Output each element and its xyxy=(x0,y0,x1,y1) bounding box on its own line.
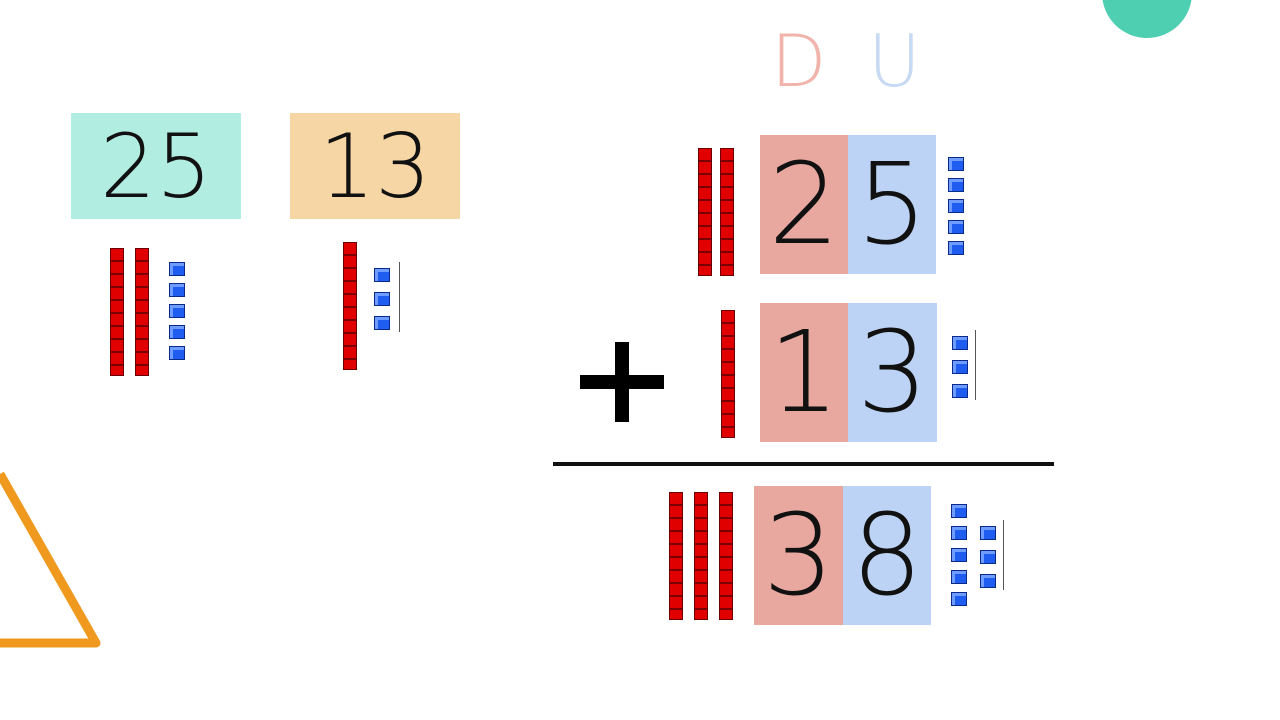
tens-digit-cell: 2 xyxy=(760,135,848,274)
unit-cube xyxy=(980,550,996,564)
group-bracket xyxy=(970,330,976,400)
number-card-value: 25 xyxy=(100,114,212,218)
unit-cube xyxy=(948,220,964,234)
unit-cube xyxy=(948,178,964,192)
unit-cube xyxy=(169,283,185,297)
unit-cube xyxy=(952,384,968,398)
unit-cube xyxy=(374,292,390,306)
unit-cube xyxy=(951,526,967,540)
teal-circle-decoration xyxy=(1102,0,1192,38)
tens-digit-cell: 1 xyxy=(760,303,848,442)
group-bracket xyxy=(998,520,1004,590)
units-column-header: U xyxy=(868,19,921,103)
unit-cube xyxy=(952,360,968,374)
result-units-digit-cell: 8 xyxy=(843,486,931,625)
tens-rod xyxy=(669,492,683,620)
tens-column-header: D xyxy=(771,19,827,103)
plus-bar-vertical xyxy=(615,342,629,422)
unit-cube xyxy=(980,574,996,588)
orange-triangle-decoration xyxy=(0,471,101,648)
unit-cube xyxy=(948,157,964,171)
unit-cube xyxy=(374,268,390,282)
group-bracket xyxy=(394,262,400,332)
unit-cube xyxy=(948,241,964,255)
sum-line xyxy=(553,462,1054,466)
unit-cube xyxy=(169,304,185,318)
unit-cube xyxy=(951,548,967,562)
unit-cube xyxy=(951,592,967,606)
number-card-13: 13 xyxy=(290,113,460,219)
unit-cube xyxy=(980,526,996,540)
unit-cube xyxy=(374,316,390,330)
unit-cube xyxy=(951,570,967,584)
unit-cube xyxy=(951,504,967,518)
tens-rod xyxy=(135,248,149,376)
unit-cube xyxy=(169,262,185,276)
tens-rod xyxy=(720,148,734,276)
unit-cube xyxy=(952,336,968,350)
tens-rod xyxy=(721,310,735,438)
number-card-value: 13 xyxy=(319,114,431,218)
unit-cube xyxy=(169,325,185,339)
tens-rod xyxy=(343,242,357,370)
unit-cube xyxy=(948,199,964,213)
tens-rod xyxy=(110,248,124,376)
unit-cube xyxy=(169,346,185,360)
number-card-25: 25 xyxy=(71,113,241,219)
result-tens-digit-cell: 3 xyxy=(754,486,843,625)
tens-rod xyxy=(694,492,708,620)
units-digit-cell: 5 xyxy=(848,135,936,274)
tens-rod xyxy=(719,492,733,620)
units-digit-cell: 3 xyxy=(848,303,937,442)
tens-rod xyxy=(698,148,712,276)
